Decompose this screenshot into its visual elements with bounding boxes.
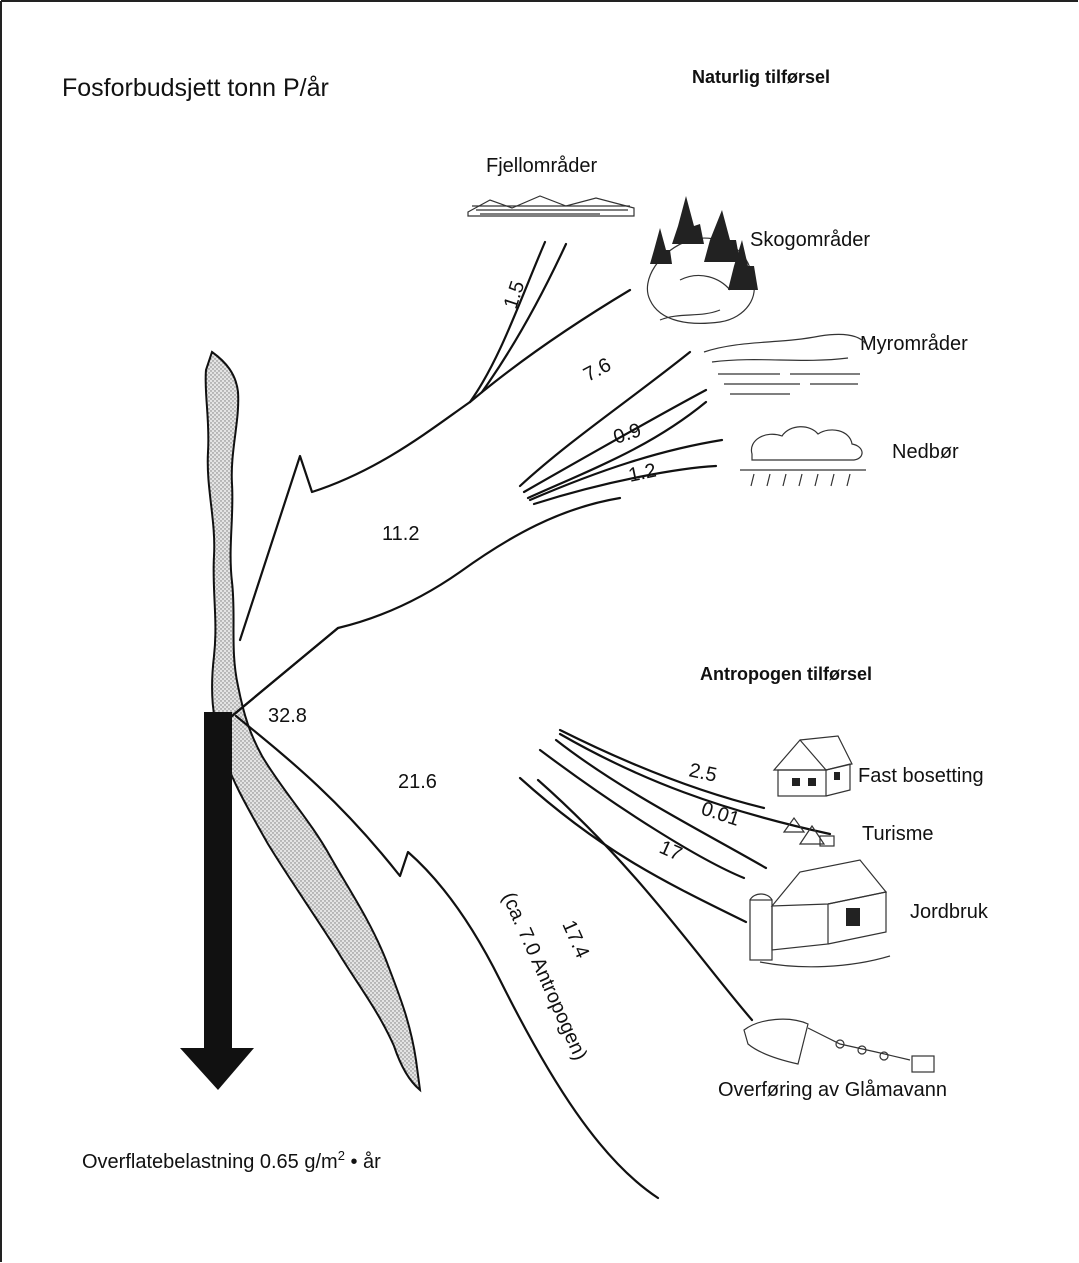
bog-icon bbox=[704, 334, 866, 394]
stream-settlement-1 bbox=[560, 730, 764, 808]
value-forest: 7.6 bbox=[580, 354, 615, 386]
heading-natural-input: Naturlig tilførsel bbox=[692, 67, 830, 87]
source-label-transfer: Overføring av Glåmavann bbox=[718, 1079, 947, 1101]
stream-forest bbox=[470, 290, 630, 402]
water-transfer-icon bbox=[744, 1019, 934, 1072]
value-precipitation: 1.2 bbox=[626, 460, 658, 487]
source-label-precipitation: Nedbør bbox=[892, 441, 959, 463]
outflow-label: Overflatebelastning 0.65 g/m2 • år bbox=[82, 1148, 381, 1173]
diagram-title: Fosforbudsjett tonn P/år bbox=[62, 74, 329, 102]
source-label-bogs: Myrområder bbox=[860, 333, 968, 355]
value-anthropogenic-total: 21.6 bbox=[398, 771, 437, 793]
value-settlement: 2.5 bbox=[687, 759, 719, 786]
lake-shape bbox=[206, 352, 420, 1090]
barn-icon bbox=[750, 860, 890, 967]
heading-anthropogenic-input: Antropogen tilførsel bbox=[700, 664, 872, 684]
house-icon bbox=[774, 736, 852, 796]
source-label-settlement: Fast bosetting bbox=[858, 765, 984, 787]
source-label-mountains: Fjellområder bbox=[486, 155, 597, 177]
rain-cloud-icon bbox=[740, 427, 866, 486]
forest-icon bbox=[647, 196, 758, 323]
stream-bogs-3 bbox=[528, 402, 706, 498]
mountains-icon bbox=[468, 196, 634, 216]
value-natural-total: 11.2 bbox=[382, 523, 419, 545]
source-label-agriculture: Jordbruk bbox=[910, 901, 989, 923]
source-label-tourism: Turisme bbox=[862, 823, 933, 845]
value-bogs: 0.9 bbox=[611, 419, 644, 449]
value-transfer-note: (ca. 7.0 Antropogen) bbox=[497, 889, 591, 1064]
anthropogenic-trunk-upper bbox=[232, 628, 338, 716]
value-transfer: 17.4 bbox=[557, 917, 593, 962]
value-mountains: 1.5 bbox=[500, 278, 530, 311]
source-label-forest: Skogområder bbox=[750, 229, 870, 251]
natural-trunk-upper bbox=[240, 402, 470, 640]
stream-precip-1 bbox=[530, 440, 722, 500]
value-agriculture: 17 bbox=[656, 836, 685, 865]
tent-icon bbox=[784, 818, 834, 846]
value-tourism: 0.01 bbox=[698, 798, 742, 831]
natural-trunk-lower bbox=[232, 498, 620, 716]
value-grand-total: 32.8 bbox=[268, 705, 307, 727]
stream-mountains-2 bbox=[482, 244, 566, 392]
stream-mountains-1 bbox=[470, 242, 545, 402]
